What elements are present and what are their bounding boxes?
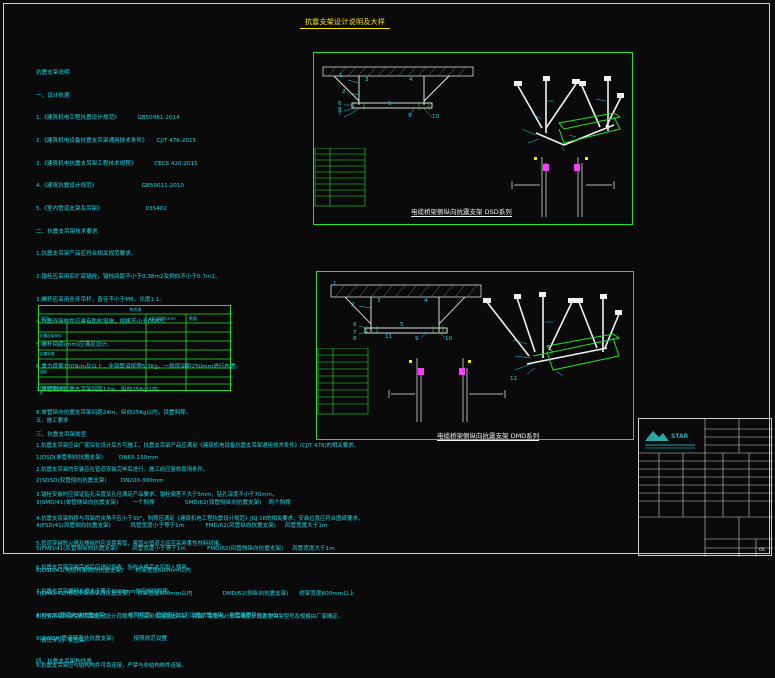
construction-line: 五、施工要求	[36, 418, 69, 425]
table-title: 构件表	[129, 307, 142, 312]
callout-number: 10	[432, 114, 440, 120]
callout-number: 3	[365, 77, 369, 83]
notes-line: 4)FSD/41(风管侧向抗震支架) 风管宽度小于等于1m FMD/62(风管纵…	[36, 522, 328, 529]
construction-line: 2.抗震支吊架的安装应在管道安装完毕后进行，施工前应复核现场条件。	[36, 467, 209, 474]
construction-line: 9.抗震支吊架应与结构构件可靠连接，严禁与非结构构件连接。	[36, 662, 187, 669]
callout-number: 1	[339, 73, 343, 79]
detail-dsd-drawing	[322, 66, 624, 217]
callout-number: 5	[388, 101, 392, 107]
callout-number: 2	[342, 89, 346, 95]
table-col-head: 数量	[189, 316, 197, 321]
table-row-label: 锚栓	[40, 370, 48, 374]
detail-dsd-box: 1 2 3 4 5 6 7 8 9 10 电缆桥架侧纵向抗震支架 DSD系列	[313, 52, 633, 225]
notes-line: 2.《建筑机电设备抗震支吊架通用技术条件》 CJ/T 476-2015	[36, 138, 197, 145]
detail-dsd-caption: 电缆桥架侧纵向抗震支架 DSD系列	[411, 208, 512, 217]
callout-number: 8	[338, 107, 342, 113]
callout-number: 7	[338, 111, 342, 117]
component-table-grid	[39, 313, 232, 392]
notes-line: 一、设计依据	[36, 92, 70, 99]
notes-line: 4.《建筑抗震设计规范》 GB50011-2010	[36, 183, 184, 190]
sheet-number: 05	[759, 548, 765, 553]
callout-number: 9	[415, 336, 419, 342]
callout-number: 12	[510, 376, 518, 382]
title-block: STAR 05	[638, 418, 773, 557]
notes-line: 3)SMD/41(单管侧纵向抗震支架) 一个斜撑 SMD/62(双管侧纵向抗震支…	[36, 500, 291, 507]
logo-text: STAR	[671, 433, 689, 440]
notes-line: 三、抗震支吊架类型	[36, 432, 87, 439]
callout-number: 2	[351, 302, 355, 308]
notes-line: 二、抗震支吊架技术要求	[36, 228, 98, 235]
notes-line: 1)DSD(单管侧向抗震支架) DN65-150mm	[36, 454, 159, 461]
callout-number: 4	[409, 77, 413, 83]
construction-line: 7.抗震支吊架螺杆长度大于等于1200mm时应加设斜撑。	[36, 589, 174, 596]
construction-line: 5.管道穿越防火墙及楼板时应设置套管，套管与管道之间应采用柔性材料封堵。	[36, 540, 225, 547]
construction-line: 1.抗震支吊架应由厂家深化设计后方可施工，抗震支吊架产品应满足《建筑机电设备抗震…	[36, 442, 359, 449]
detail-dmd-drawing	[330, 284, 622, 422]
construction-line: 4.抗震支吊架斜撑与吊架的夹角不应小于30°，斜撑应满足《建筑机电工程抗震设计规…	[36, 516, 364, 523]
table-col-head: 项目	[41, 316, 49, 321]
callout-number: 5	[400, 322, 404, 328]
callout-number: 9	[408, 113, 412, 119]
callout-number: 3	[377, 298, 381, 304]
title-block-grid	[639, 419, 773, 557]
detail-dmd-box: 1 2 3 4 5 6 7 8 9 10 11 12 电缆桥架侧纵向抗震支架 D…	[316, 271, 634, 441]
callout-number: 1	[333, 281, 337, 287]
logo-icon	[645, 431, 669, 441]
detail-dsd-legend	[314, 148, 366, 207]
notes-line: 5.《室内管道支架及吊架》 03S402	[36, 205, 167, 212]
notes-line: 3.螺杆应采用全牙吊杆，直径不小于M8，长度1:1。	[36, 296, 166, 303]
callout-number: 10	[445, 336, 453, 342]
notes-line: 1.《建筑机电工程抗震设计规范》 GB50981-2014	[36, 115, 180, 122]
table-row-label: 抗震支吊架安装构件	[40, 386, 66, 395]
detail-dmd-caption: 电缆桥架侧纵向抗震支架 DMD系列	[437, 432, 540, 441]
detail-dmd-legend	[317, 348, 369, 415]
construction-line: 6.抗震支吊架安装完成后应进行验收，验收合格后方可投入使用。	[36, 565, 193, 572]
drawing-title: 抗震支架设计说明及大样	[300, 17, 390, 29]
notes-line: 8.单管纵向抗震支吊架间距24m，纵向25Kg以内，设置斜撑。	[36, 409, 192, 416]
callout-number: 7	[353, 330, 357, 336]
notes-line: 5)FMD/41(风管侧纵向抗震支架) 风管宽度小于等于1m FMD/62(风管…	[36, 545, 335, 552]
construction-line: 8.当支吊架所承受的荷载超过设计荷载时，应采用加强型支吊架，并由厂家复核计算后确…	[36, 613, 344, 620]
component-table: 构件表 项目 材料规格(mm) 数量 抗震连接构件 抗震斜撑 锚栓 抗震支吊架安…	[38, 305, 232, 395]
construction-line: 3.锚栓安装时应保证钻孔深度及孔径满足产品要求，锚栓偏差不大于5mm，钻孔深度不…	[36, 491, 278, 498]
table-col-head: 材料规格(mm)	[149, 316, 176, 321]
notes-heading: 抗震支架说明	[36, 70, 70, 77]
callout-number: 6	[338, 101, 342, 107]
construction-notes: 五、施工要求 1.抗震支吊架应由厂家深化设计后方可施工，抗震支吊架产品应满足《建…	[36, 401, 363, 678]
notes-line: 2)SDSD(双管侧向抗震支架) DN200-300mm	[36, 477, 164, 484]
notes-line: 6.重力荷载150N/m及以上，全部管道按照5.3Kg，一般按间距250mm进行…	[36, 364, 242, 371]
callout-number: 4	[424, 298, 428, 304]
table-row-label: 抗震斜撑	[40, 352, 55, 356]
notes-line: 2.锚栓应采用后扩底锚栓，锚栓间距不小于0.38m2及侧向不小于0.7m2。	[36, 273, 221, 280]
callout-number: 11	[385, 334, 393, 340]
callout-number: 8	[353, 336, 357, 342]
notes-line: 4.抗震连接构件应具有防松措施，规格不小于DN65。	[36, 319, 169, 326]
callout-number: 6	[353, 322, 357, 328]
notes-line: 1.抗震支吊架产品应符合相关规范要求。	[36, 251, 137, 258]
notes-line: 3.《建筑机电抗震支吊架工程技术规程》 CECS 420:2015	[36, 160, 198, 167]
notes-line: 5.螺杆间距(mm)应满足设计。	[36, 341, 113, 348]
drawing-frame	[3, 3, 770, 554]
table-row-label: 抗震连接构件	[40, 334, 62, 338]
construction-line: 做法详见厂家图集。	[36, 638, 90, 645]
